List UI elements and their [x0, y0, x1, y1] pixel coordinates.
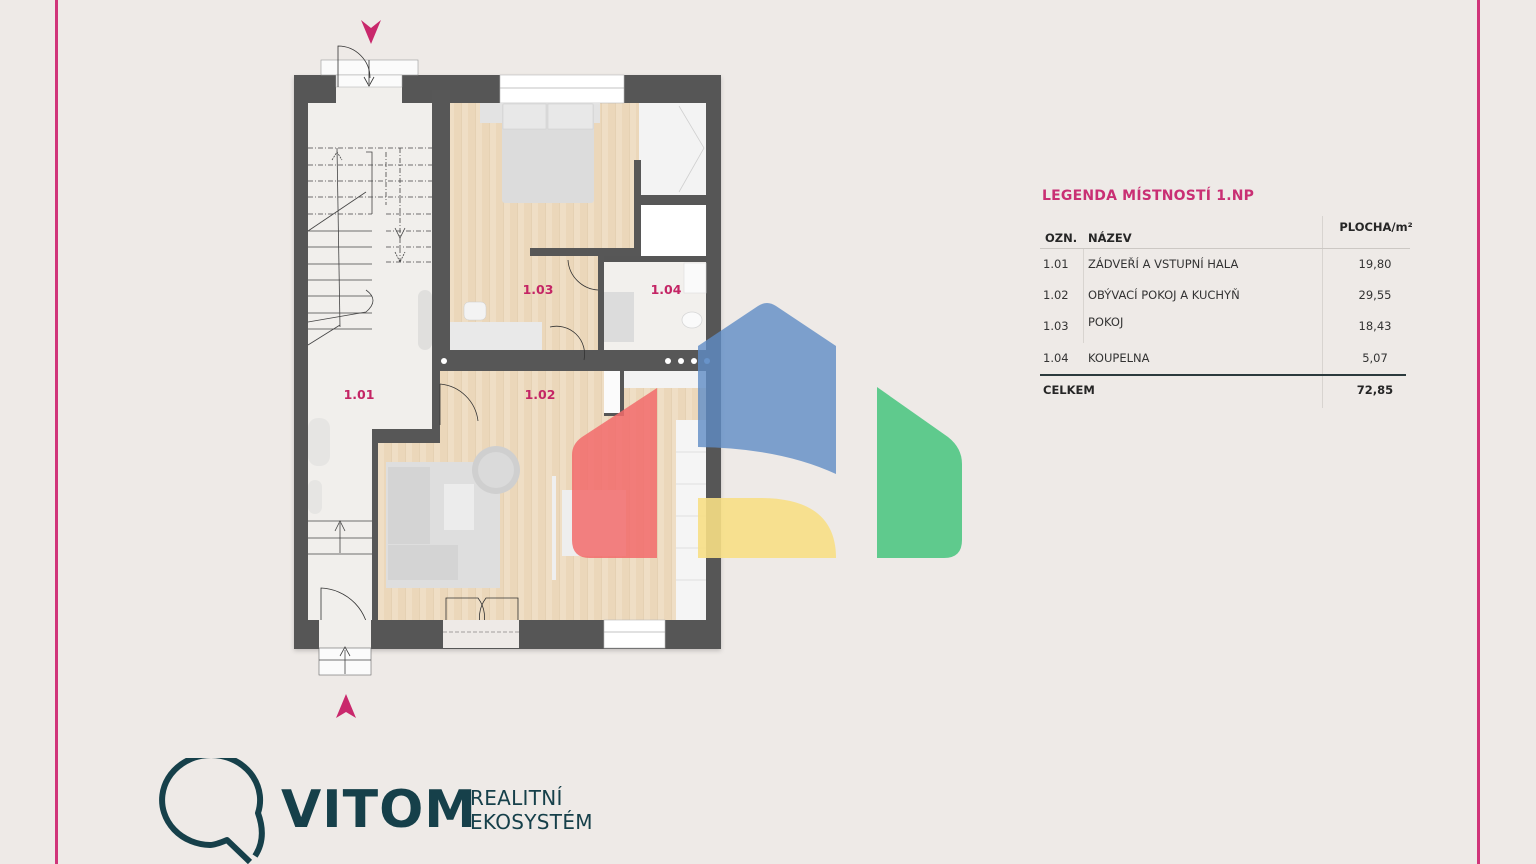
vitom-logo: VITOM REALITNÍ EKOSYSTÉM	[155, 758, 615, 864]
page-frame-right-border	[1477, 0, 1480, 864]
entrance-arrow-top	[361, 20, 381, 44]
col-header-name: NÁZEV	[1088, 231, 1132, 245]
room-label-1-02: 1.02	[525, 387, 556, 402]
room-label-1-04: 1.04	[651, 282, 682, 297]
building-outline	[294, 45, 721, 676]
row-name: ZÁDVEŘÍ A VSTUPNÍ HALA	[1088, 256, 1239, 271]
legend-row: 1.04 KOUPELNA 5,07	[1040, 343, 1420, 375]
row-area: 5,07	[1362, 351, 1388, 366]
legend-table: OZN. NÁZEV PLOCHA/m² 1.01 ZÁDVEŘÍ A VSTU…	[1040, 216, 1420, 408]
row-name: KOUPELNA	[1088, 351, 1150, 366]
legend-header-row: OZN. NÁZEV PLOCHA/m²	[1040, 218, 1420, 248]
legend-row: 1.02 OBÝVACÍ POKOJ A KUCHYŇ 29,55	[1040, 280, 1420, 312]
col-header-code: OZN.	[1045, 231, 1078, 245]
col-header-area: PLOCHA/m²	[1339, 220, 1413, 234]
legend-row: 1.01 ZÁDVEŘÍ A VSTUPNÍ HALA 19,80	[1040, 248, 1420, 280]
logo-tagline-line2: EKOSYSTÉM	[470, 810, 593, 834]
entrance-arrow-bottom	[336, 694, 356, 718]
logo-tagline-line1: REALITNÍ	[470, 786, 563, 810]
logo-wordmark: VITOM	[281, 780, 478, 840]
row-name: OBÝVACÍ POKOJ A KUCHYŇ	[1088, 288, 1240, 303]
row-area: 29,55	[1358, 288, 1392, 303]
speech-bubble-icon	[159, 758, 265, 864]
row-area: 18,43	[1358, 319, 1392, 333]
room-label-1-03: 1.03	[523, 282, 554, 297]
page-frame-left-border	[55, 0, 58, 864]
row-code: 1.02	[1043, 288, 1069, 303]
row-area: 19,80	[1358, 256, 1392, 271]
row-name: POKOJ	[1088, 315, 1124, 329]
legend-divider	[1040, 248, 1410, 249]
row-code: 1.01	[1043, 256, 1069, 271]
legend-row: 1.03 POKOJ 18,43	[1040, 311, 1420, 343]
total-area: 72,85	[1356, 382, 1394, 397]
row-code: 1.04	[1043, 351, 1069, 366]
logo-tagline: REALITNÍ EKOSYSTÉM	[470, 786, 593, 834]
total-label: CELKEM	[1043, 382, 1095, 397]
legend-divider	[1322, 216, 1323, 408]
room-label-1-01: 1.01	[344, 387, 375, 402]
legend-title: LEGENDA MÍSTNOSTÍ 1.NP	[1042, 188, 1255, 204]
legend-divider	[1083, 248, 1084, 343]
legend-total-divider	[1040, 374, 1406, 376]
legend-total-row: CELKEM 72,85	[1040, 374, 1420, 406]
room-legend: LEGENDA MÍSTNOSTÍ 1.NP OZN. NÁZEV PLOCHA…	[1040, 188, 1420, 408]
row-code: 1.03	[1043, 319, 1069, 333]
